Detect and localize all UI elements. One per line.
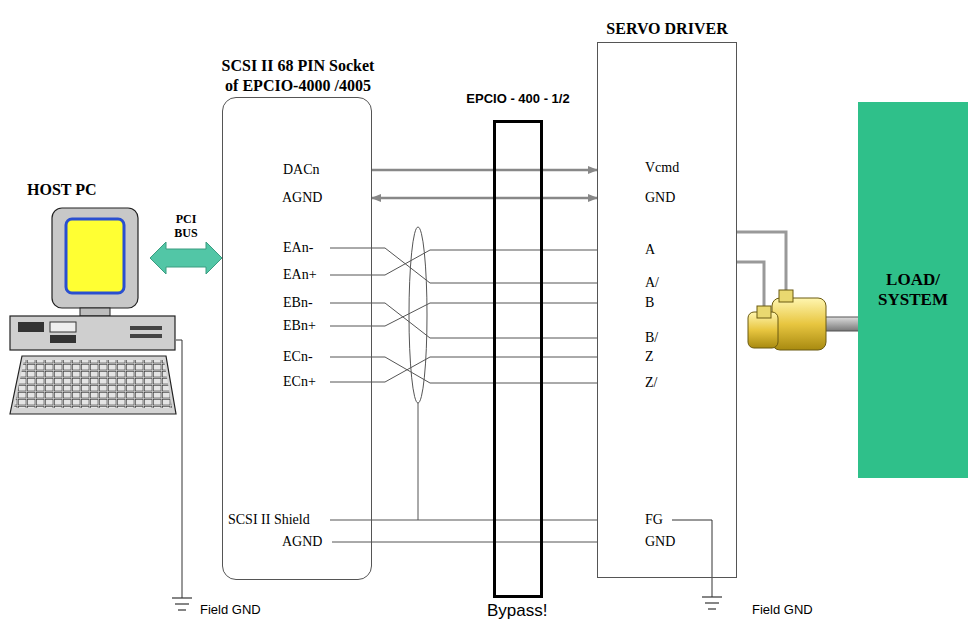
pin-label: A/ [645,275,659,291]
signal-wire [372,357,597,382]
ground-label: Field GND [752,602,813,618]
pin-label: DACn [283,162,320,178]
bus-arrow [150,242,222,274]
signal-wire [372,303,597,326]
pin-label: Z [645,349,654,365]
pin-label: EBn- [283,295,313,311]
pin-label: EAn- [283,240,313,256]
motor-illustration [737,232,872,350]
pin-label: FG [645,512,663,528]
load-system-box: LOAD/ SYSTEM [858,102,968,478]
edge-label: PCI BUS [166,212,206,240]
pin-label: B/ [645,330,658,346]
ground-label: Field GND [200,602,261,618]
pin-label: SCSI II Shield [228,512,310,528]
signal-wire [372,169,597,172]
signal-wire [372,357,597,383]
pin-label: GND [645,534,675,550]
node-heading: SCSI II 68 PIN Socket of EPCIO-4000 /400… [218,56,378,96]
host-pc: HOST PC [5,180,150,420]
signal-wire [372,303,597,338]
signal-wire [372,197,597,200]
pin-label: EAn+ [283,267,317,283]
pin-label: GND [645,190,675,206]
pin-label: B [645,295,654,311]
signal-wire [372,250,597,275]
cable-bar: EPCIO - 400 - 1/2 [493,120,543,598]
pin-label: AGND [282,534,322,550]
ground-symbol [172,598,192,610]
ground-symbol [702,597,722,609]
pin-label: ECn- [283,349,313,365]
servo-driver-box: SERVO DRIVER [597,42,737,578]
signal-wire [372,248,597,283]
node-heading: SERVO DRIVER [606,19,727,39]
computer-illustration [10,208,176,414]
pin-label: Z/ [645,375,657,391]
note-label: Bypass! [487,603,547,619]
pin-label: ECn+ [283,374,316,390]
pin-label: AGND [282,190,322,206]
pin-label: A [645,242,655,258]
node-heading: LOAD/ SYSTEM [858,270,968,310]
pin-label: Vcmd [645,160,679,176]
node-heading: HOST PC [27,180,97,200]
signal-wire [372,542,597,543]
signal-wire [372,520,597,521]
node-heading: EPCIO - 400 - 1/2 [466,89,569,109]
pin-label: EBn+ [283,318,316,334]
